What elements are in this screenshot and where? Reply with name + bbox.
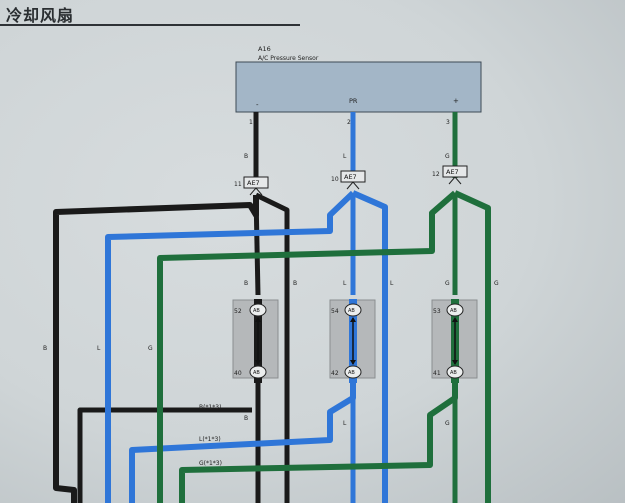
sensor-pin-neg: - [256, 101, 259, 109]
connector-ae7-3: AE7 [442, 165, 468, 185]
junction-1-bottom-pin: 40 [234, 370, 242, 377]
wire-code-black-mid: B [244, 280, 248, 287]
junction-1-top-tag: AB [253, 308, 260, 314]
wire-code-green-left: G [148, 345, 153, 352]
title-underline [0, 24, 300, 26]
sensor-pin-number-2: 2 [347, 119, 351, 126]
sensor-code: A16 [258, 45, 271, 53]
junction-3-bottom-tag: AB [450, 370, 457, 376]
connector-3-pin: 12 [432, 171, 440, 178]
wire-code-black-upper: B [244, 153, 248, 160]
green-wire-right-drop [453, 190, 491, 503]
sensor-name: A/C Pressure Sensor [258, 55, 319, 62]
wire-code-blue-left: L [97, 345, 101, 352]
sensor-pin-number-1: 1 [249, 119, 253, 126]
wire-code-green-low: G [445, 420, 450, 427]
junction-3-top-pin: 53 [433, 308, 441, 315]
sensor-pin-pr: PR [349, 97, 358, 105]
wire-code-green-mid: G [445, 280, 450, 287]
wire-code-black-right: B [293, 280, 297, 287]
green-wire-left-loop [157, 190, 457, 503]
wire-code-blue-upper: L [343, 153, 347, 160]
connector-1-pin: 11 [234, 181, 242, 188]
sensor-pin-number-3: 3 [446, 119, 450, 126]
connector-ae7-1: AE7 [243, 176, 269, 196]
junction-3-top-tag: AB [450, 308, 457, 314]
black-wire-right-drop [254, 192, 290, 503]
sensor-pin-pos: + [453, 97, 459, 105]
wire-code-blue-right: L [390, 280, 394, 287]
blue-wire-bottom-branch [129, 382, 356, 503]
connector-1-label: AE7 [247, 179, 260, 187]
connector-3-label: AE7 [446, 168, 459, 176]
connector-ae7-2: AE7 [340, 170, 366, 190]
junction-2-bottom-pin: 42 [331, 370, 339, 377]
junction-2-top-tag: AB [348, 308, 355, 314]
junction-3: AB AB 53 41 [431, 299, 478, 383]
wire-code-black-left: B [43, 345, 47, 352]
junction-1-bottom-tag: AB [253, 370, 260, 376]
black-wire-trunk [253, 194, 261, 296]
wire-code-blue-low: L [343, 420, 347, 427]
junction-2-bottom-tag: AB [348, 370, 355, 376]
blue-wire-right-drop [351, 190, 388, 503]
bundle-label-green: G(*1*3) [199, 460, 222, 467]
blue-wire-left-loop [105, 190, 356, 503]
junction-2: AB AB 54 42 [329, 299, 376, 383]
wire-code-blue-mid: L [343, 280, 347, 287]
bundle-label-blue: L(*1*3) [199, 436, 221, 443]
connector-2-label: AE7 [344, 173, 357, 181]
ac-pressure-sensor-box [235, 61, 482, 113]
junction-1: AB AB 52 40 [232, 299, 279, 383]
wire-code-black-low: B [244, 415, 248, 422]
wire-code-green-right: G [494, 280, 499, 287]
junction-2-top-pin: 54 [331, 308, 339, 315]
junction-1-top-pin: 52 [234, 308, 242, 315]
junction-3-bottom-pin: 41 [433, 370, 441, 377]
green-wire-bottom-branch [179, 382, 458, 503]
page-title: 冷却风扇 [6, 6, 75, 25]
bundle-label-black: B(*1*3) [199, 404, 221, 411]
connector-2-pin: 10 [331, 176, 339, 183]
wire-code-green-upper: G [445, 153, 450, 160]
black-wire-bottom-branch [77, 407, 252, 503]
black-wire-loop [53, 195, 259, 503]
